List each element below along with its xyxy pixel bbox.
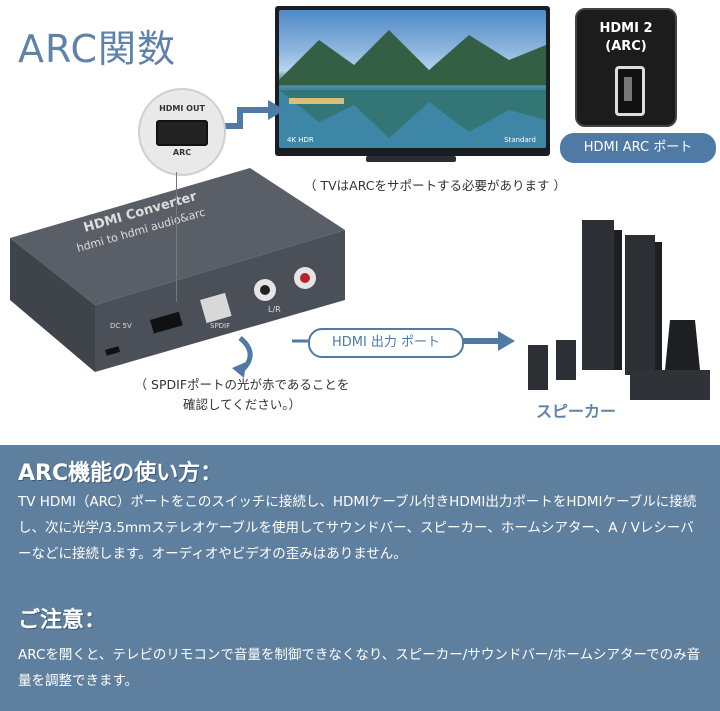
- speakers-image: [528, 220, 710, 400]
- arcbox-label: HDMI 2 (ARC): [577, 20, 675, 56]
- section-heading-caution: ご注意：: [18, 608, 107, 633]
- arcbox-line2: (ARC): [605, 39, 647, 54]
- dc-port-label: DC 5V: [110, 322, 132, 330]
- hdmi-arc-port-closeup: HDMI 2 (ARC): [575, 8, 677, 127]
- spdif-port-label: SPDIF: [210, 322, 230, 330]
- product-illustration: ARC関数 4K HDR Standard （ TVはARCをサポートする必要が…: [10, 6, 716, 421]
- tv-image: 4K HDR Standard: [275, 6, 550, 156]
- page-title: ARC関数: [18, 27, 177, 71]
- hdmi-output-port-tag: HDMI 出力 ポート: [308, 328, 464, 358]
- tv-stand: [366, 156, 456, 162]
- connection-arrows: [218, 100, 515, 378]
- instructions-panel: ARC機能の使い方： TV HDMI（ARC）ポートをこのスイッチに接続し、HD…: [0, 445, 720, 711]
- hdmi-port-icon: [156, 120, 208, 146]
- arcbox-line1: HDMI 2: [599, 21, 653, 36]
- hdmi-port-icon: [615, 66, 645, 116]
- callout-leader-line: [176, 172, 177, 302]
- caution-text: ARCを開くと、テレビのリモコンで音量を制御できなくなり、スピーカー/サウンドバ…: [18, 647, 701, 689]
- section-heading-usage: ARC機能の使い方：: [18, 461, 223, 486]
- speaker-label: スピーカー: [536, 402, 617, 421]
- spdif-note: （ SPDIFポートの光が赤であることを確認してください。）: [134, 377, 350, 412]
- callout-label-hdmi-out: HDMI OUT: [159, 104, 205, 113]
- tv-label-mode: Standard: [504, 136, 536, 144]
- tv-screen: 4K HDR Standard: [279, 10, 546, 148]
- tv-note: （ TVはARCをサポートする必要があります ）: [304, 178, 566, 193]
- usage-text: TV HDMI（ARC）ポートをこのスイッチに接続し、HDMIケーブル付きHDM…: [18, 494, 697, 562]
- callout-label-arc: ARC: [172, 148, 192, 157]
- hdmi-arc-port-tag: HDMI ARC ポート: [560, 133, 716, 163]
- landscape-image: [279, 30, 546, 148]
- converter-device: HDMI Converter hdmi to hdmi audio&arc DC…: [10, 168, 345, 372]
- tv-label-hdr: 4K HDR: [287, 136, 314, 144]
- lr-port-label: L/R: [268, 305, 281, 314]
- hdmi-out-callout: HDMI OUT ARC: [138, 88, 226, 176]
